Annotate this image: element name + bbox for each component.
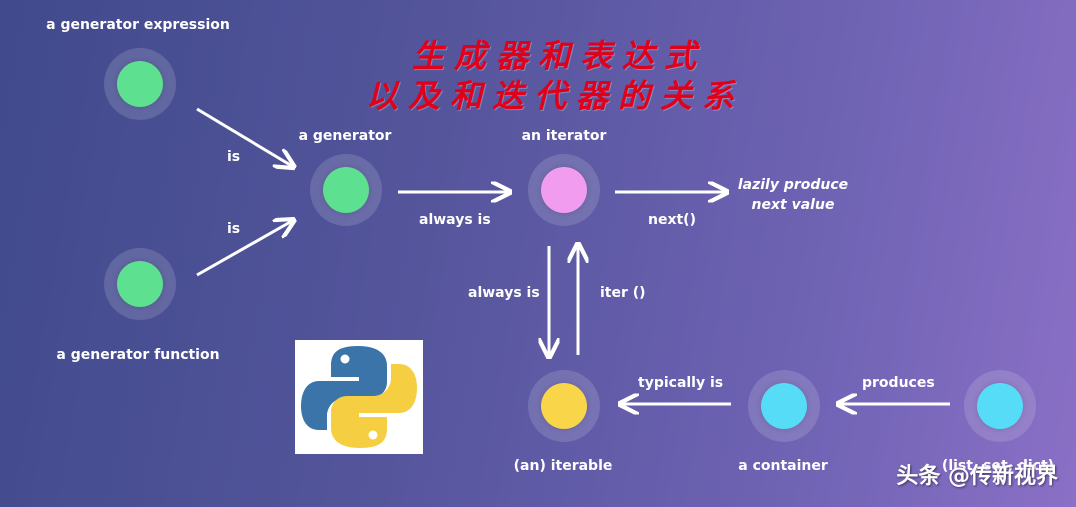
node-generator-dot <box>323 167 369 213</box>
node-container <box>748 370 820 442</box>
node-container-dot <box>761 383 807 429</box>
node-list-set-dict <box>964 370 1036 442</box>
node-generator <box>310 154 382 226</box>
edge-label-typically-is: typically is <box>638 375 724 391</box>
node-iterable <box>528 370 600 442</box>
python-logo <box>295 340 423 454</box>
diagram-title-line1: 生成器和表达式 <box>412 37 707 75</box>
diagram-title-line2: 以及和迭代器的关系 <box>366 77 745 115</box>
node-generator-expression <box>104 48 176 120</box>
node-iterator <box>528 154 600 226</box>
node-iterator-dot <box>541 167 587 213</box>
label-iterable: (an) iterable <box>513 458 613 474</box>
node-list-set-dict-dot <box>977 383 1023 429</box>
python-logo-icon <box>301 346 417 448</box>
label-generator: a generator <box>298 128 392 144</box>
arrow-function-to-generator <box>196 221 292 277</box>
label-container: a container <box>738 458 828 474</box>
label-iterator: an iterator <box>521 128 607 144</box>
label-generator-function: a generator function <box>56 347 220 363</box>
edge-label-func-is: is <box>227 221 241 237</box>
node-generator-function <box>104 248 176 320</box>
edge-label-iter: iter () <box>600 285 646 301</box>
arrow-expression-to-generator <box>196 107 292 166</box>
node-generator-expression-dot <box>117 61 163 107</box>
edge-label-always-is-vertical: always is <box>468 285 540 301</box>
watermark: 头条 @传新视界 <box>896 464 1058 489</box>
edge-label-always-is-top: always is <box>419 212 491 228</box>
edge-label-lazily-line1: lazily produce <box>737 177 849 193</box>
edge-label-produces: produces <box>862 375 935 391</box>
edge-label-lazily-line2: next value <box>751 197 835 213</box>
edge-label-expr-is: is <box>227 149 241 165</box>
node-generator-function-dot <box>117 261 163 307</box>
edge-label-next: next() <box>648 212 696 228</box>
node-iterable-dot <box>541 383 587 429</box>
label-list-set-dict: (list, set, dict) <box>941 458 1055 474</box>
label-generator-expression: a generator expression <box>46 17 230 33</box>
